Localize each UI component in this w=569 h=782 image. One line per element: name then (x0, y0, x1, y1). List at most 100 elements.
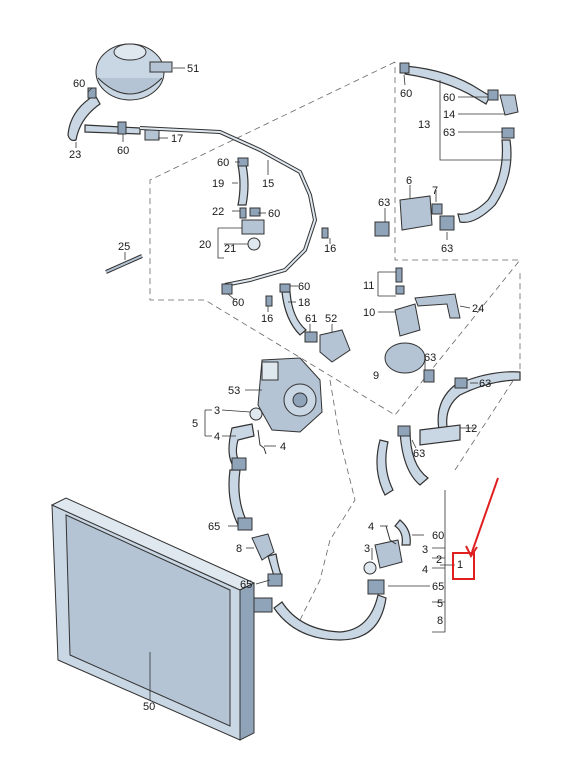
clamp-60-c (249, 207, 261, 217)
seal-3-b (363, 561, 377, 575)
callout-9: 9 (373, 370, 379, 382)
clamp-65-top (231, 457, 247, 471)
callout-60-e: 60 (298, 281, 310, 293)
hose-lower-left (376, 439, 394, 496)
callout-52: 52 (325, 313, 337, 325)
callout-63-b: 63 (441, 243, 453, 255)
callout-20: 20 (199, 239, 211, 251)
expansion-tank (95, 43, 173, 101)
hose-top-right (404, 65, 491, 105)
callout-3-c: 3 (422, 544, 428, 556)
bolt-16-b (265, 295, 273, 307)
connector-14 (499, 94, 519, 116)
hose-lower-radiator (273, 594, 387, 641)
highlight-box (452, 552, 475, 580)
callout-17: 17 (171, 133, 183, 145)
clamp-60-tank (87, 87, 97, 99)
seal-3-a (249, 407, 263, 421)
callout-11: 11 (363, 280, 374, 292)
hose-12-upper (437, 371, 521, 443)
cap-7 (431, 203, 443, 215)
callout-6: 6 (406, 175, 412, 187)
callout-65-c: 65 (432, 581, 444, 593)
water-pump-53 (257, 357, 323, 433)
hose-13 (457, 139, 512, 223)
callout-8-b: 8 (437, 615, 443, 627)
highlight-arrowhead (465, 545, 478, 558)
highlight-annotation: 1 (452, 477, 499, 580)
hose-23 (67, 94, 101, 142)
clamp-65-b (267, 573, 283, 587)
clip-4-b (257, 429, 267, 455)
thermostat-1 (374, 539, 403, 569)
clamp-60-top (399, 62, 410, 74)
sensor-20 (241, 219, 265, 235)
callout-60-d: 60 (232, 297, 244, 309)
callout-4-d: 4 (422, 564, 428, 576)
clamp-60-r1 (487, 89, 499, 101)
bolt-11-a (395, 267, 403, 283)
callout-5-a: 5 (192, 418, 198, 430)
callout-63-l: 63 (378, 197, 390, 209)
callout-60-b: 60 (217, 157, 229, 169)
callout-25: 25 (118, 241, 130, 253)
callout-65-a: 65 (208, 521, 220, 533)
outline-right (454, 270, 521, 471)
callout-63-m: 63 (424, 352, 436, 364)
callout-3-b: 3 (364, 543, 370, 555)
callout-3-a: 3 (214, 405, 220, 417)
callout-50: 50 (143, 701, 155, 713)
callout-labels: 51 60 23 60 17 60 60 14 13 63 60 15 19 2… (69, 63, 491, 713)
hose-12-lower (399, 429, 429, 486)
clamp-63-r1 (501, 127, 515, 139)
callout-15: 15 (262, 178, 274, 190)
connector-8-a (251, 533, 275, 561)
outline-lower (299, 379, 356, 621)
callout-10: 10 (363, 307, 375, 319)
callout-24: 24 (472, 303, 484, 315)
callout-2: 2 (436, 554, 442, 566)
callout-1: 1 (457, 559, 463, 571)
hose-tank-to-line (84, 124, 141, 135)
hose-19 (237, 164, 249, 206)
sensor-52 (319, 329, 351, 363)
callout-23: 23 (69, 149, 81, 161)
bolt-16-a (321, 227, 329, 239)
callout-21: 21 (224, 243, 236, 255)
leader-lines (75, 67, 510, 700)
clamp-60-a (117, 121, 127, 135)
callout-63-r1: 63 (443, 127, 455, 139)
clamp-65-c (367, 579, 385, 595)
pump-9 (384, 342, 426, 374)
pipe-15 (139, 126, 318, 287)
callout-61: 61 (305, 313, 317, 325)
clamp-63-n (454, 377, 468, 389)
o-ring-21 (247, 237, 261, 251)
callout-60-top: 60 (400, 88, 412, 100)
callout-16-b: 16 (261, 313, 273, 325)
callout-8-a: 8 (236, 543, 242, 555)
callout-60-c: 60 (268, 208, 280, 220)
callout-53: 53 (228, 385, 240, 397)
callout-4-b: 4 (280, 441, 286, 453)
callout-65-b: 65 (240, 579, 252, 591)
callout-63-n: 63 (479, 378, 491, 390)
fitting-61 (304, 331, 318, 343)
bracket-24 (414, 293, 461, 319)
callout-60-tank: 60 (73, 78, 85, 90)
bolt-22 (239, 207, 247, 219)
callout-5-b: 5 (437, 598, 443, 610)
clamp-63-l (374, 221, 390, 237)
callout-4-c: 4 (368, 521, 374, 533)
bracket-10 (394, 303, 421, 337)
callout-63-o: 63 (413, 448, 425, 460)
clamp-63-m (423, 369, 435, 383)
clamp-60-e (279, 283, 291, 293)
outline-upper (149, 61, 521, 416)
highlight-arrow (471, 477, 499, 553)
clamp-63-o (397, 425, 411, 437)
hose-65-a (228, 469, 247, 526)
callout-19: 19 (212, 178, 224, 190)
radiator-50 (50, 497, 273, 741)
clamp-65-a (237, 517, 253, 531)
